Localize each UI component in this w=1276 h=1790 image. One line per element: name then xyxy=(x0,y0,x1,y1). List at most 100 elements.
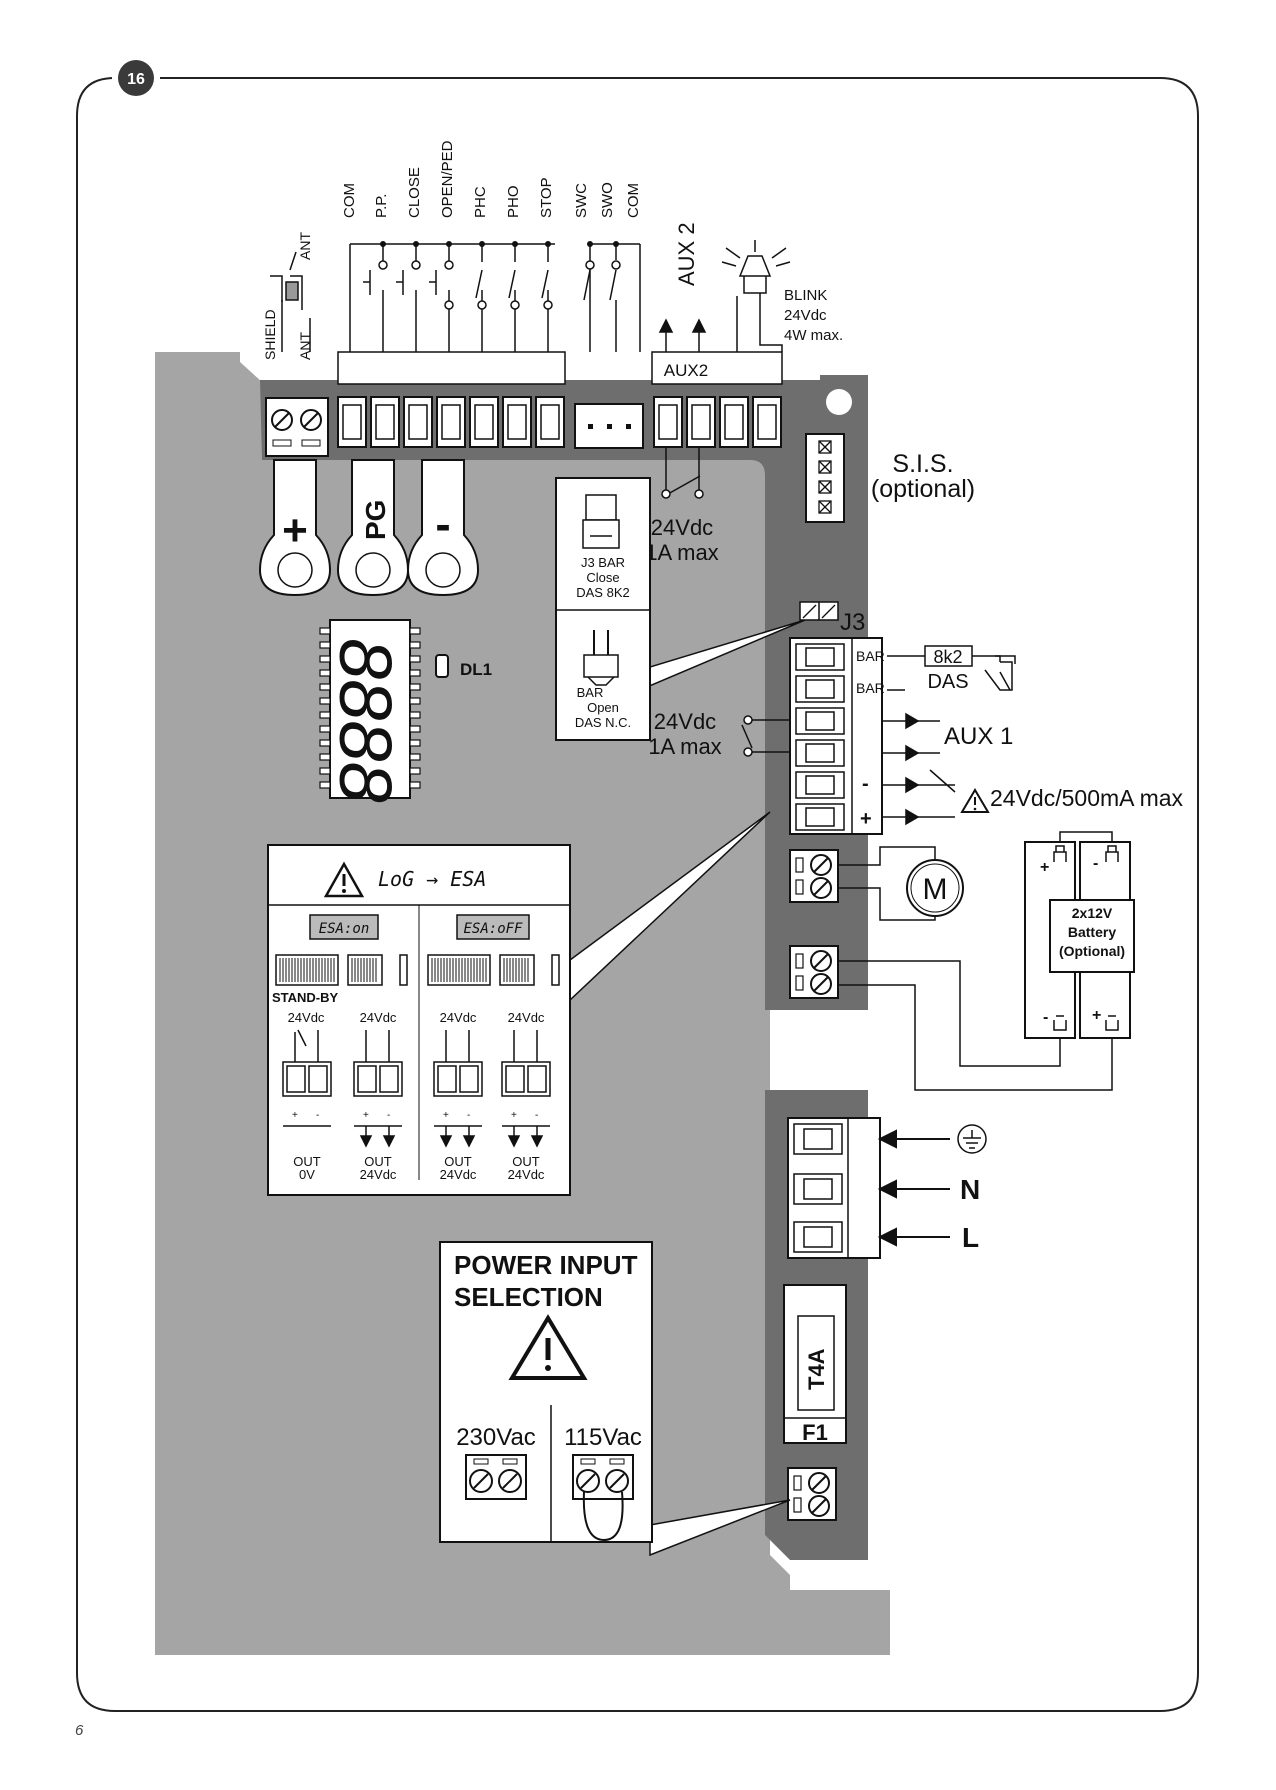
mounting-hole xyxy=(826,389,852,415)
svg-text:+: + xyxy=(1092,1007,1101,1024)
svg-text:24Vdc: 24Vdc xyxy=(288,1010,325,1025)
aux1-rating-2: 1A max xyxy=(648,734,721,759)
terminal-open-ped: OPEN/PED xyxy=(439,140,456,218)
svg-text:24Vdc: 24Vdc xyxy=(440,1010,477,1025)
svg-text:24Vdc: 24Vdc xyxy=(508,1010,545,1025)
option-115vac: 115Vac xyxy=(564,1424,642,1451)
button-minus-shape xyxy=(406,459,480,597)
j3-jumper-callout xyxy=(555,477,651,741)
led-label: DL1 xyxy=(460,660,492,679)
button-plus-shape xyxy=(258,459,332,597)
esa-off-badge: ESA:oFF xyxy=(463,921,523,937)
battery-pack xyxy=(1024,831,1135,1039)
display-digits: 8888 xyxy=(324,638,407,803)
terminal-swc: SWC xyxy=(573,183,590,218)
svg-text:24Vdc: 24Vdc xyxy=(440,1167,477,1182)
top-terminal-labels: COM P.P. CLOSE OPEN/PED PHC PHO STOP SWC… xyxy=(341,140,642,218)
j3-label: J3 xyxy=(840,609,865,636)
bar-label-1: BAR xyxy=(856,648,885,664)
svg-text:-: - xyxy=(1093,855,1098,872)
neutral-label: N xyxy=(960,1174,980,1205)
battery-line2: Battery xyxy=(1068,924,1116,940)
esa-on-badge: ESA:on xyxy=(319,921,370,937)
sis-label: S.I.S. xyxy=(892,450,953,478)
svg-text:OUT: OUT xyxy=(444,1154,472,1169)
blink-power: 4W max. xyxy=(784,327,843,344)
button-plus[interactable]: + xyxy=(282,506,308,555)
aux2-terminal-label: AUX2 xyxy=(664,361,708,380)
svg-text:Close: Close xyxy=(586,570,619,585)
fuse-name: F1 xyxy=(802,1420,828,1445)
warning-icon xyxy=(960,788,990,813)
blink-voltage: 24Vdc xyxy=(784,307,827,324)
input-contacts xyxy=(349,243,641,352)
svg-text:-: - xyxy=(467,1110,470,1121)
svg-text:+: + xyxy=(363,1110,369,1121)
aux2-label: AUX 2 xyxy=(674,222,699,286)
svg-text:OUT: OUT xyxy=(364,1154,392,1169)
motor-icon xyxy=(906,859,964,917)
top-terminal-blocks xyxy=(337,396,782,449)
svg-text:-: - xyxy=(535,1110,538,1121)
terminal-close: CLOSE xyxy=(406,167,423,218)
button-pg[interactable]: PG xyxy=(360,500,391,540)
figure-number: 16 xyxy=(127,71,145,88)
led-dl1 xyxy=(435,654,449,678)
svg-text:OUT: OUT xyxy=(293,1154,321,1169)
right-minus-label: - xyxy=(862,773,869,795)
figure-number-badge xyxy=(118,60,154,96)
power-input-title-1: POWER INPUT xyxy=(454,1250,638,1280)
aux1-rating-1: 24Vdc xyxy=(654,709,716,734)
antenna-terminal xyxy=(265,397,329,457)
power-input-panel xyxy=(439,1241,653,1543)
motor-symbol: M xyxy=(923,873,948,906)
svg-text:J3 BAR: J3 BAR xyxy=(581,555,625,570)
page-number: 6 xyxy=(75,1722,84,1739)
svg-text:24Vdc: 24Vdc xyxy=(360,1167,397,1182)
terminal-stop: STOP xyxy=(538,177,555,218)
svg-text:DAS N.C.: DAS N.C. xyxy=(575,715,631,730)
mains-terminal-block xyxy=(787,1117,881,1259)
svg-text:24Vdc: 24Vdc xyxy=(360,1010,397,1025)
ant-top-label: ANT xyxy=(297,232,313,260)
svg-text:-: - xyxy=(1043,1009,1048,1026)
esa-panel xyxy=(267,844,571,1196)
sis-connector xyxy=(805,433,845,523)
svg-text:Open: Open xyxy=(587,700,619,715)
blink-label: BLINK xyxy=(784,287,827,304)
sis-optional: (optional) xyxy=(871,475,975,503)
ground-icon xyxy=(957,1124,987,1154)
terminal-com: COM xyxy=(341,183,358,218)
svg-text:+: + xyxy=(511,1110,517,1121)
svg-text:+: + xyxy=(292,1110,298,1121)
terminal-phc: PHC xyxy=(472,186,489,218)
bar-label-2: BAR xyxy=(856,680,885,696)
button-pg-shape xyxy=(336,459,410,597)
terminal-com-2: COM xyxy=(625,183,642,218)
antenna-symbol xyxy=(270,251,311,352)
das-label: DAS xyxy=(927,671,968,693)
button-minus[interactable]: - xyxy=(435,498,450,550)
right-plus-label: + xyxy=(860,808,872,830)
power-input-title-2: SELECTION xyxy=(454,1282,603,1312)
svg-text:-: - xyxy=(316,1110,319,1121)
fuse-rating: T4A xyxy=(804,1348,829,1390)
terminal-swo: SWO xyxy=(599,182,616,218)
figure-frame xyxy=(76,77,1199,1712)
right-terminal-block xyxy=(789,637,883,835)
fuse-f1 xyxy=(783,1284,847,1444)
battery-line3: (Optional) xyxy=(1059,943,1125,959)
esa-title: LoG → ESA xyxy=(378,867,486,891)
svg-text:0V: 0V xyxy=(299,1167,315,1182)
ant-bottom-label: ANT xyxy=(297,332,313,360)
svg-text:+: + xyxy=(1040,859,1049,876)
battery-line1: 2x12V xyxy=(1072,905,1113,921)
line-label: L xyxy=(962,1222,979,1253)
svg-text:DAS 8K2: DAS 8K2 xyxy=(576,585,629,600)
terminal-pp: P.P. xyxy=(373,194,390,218)
aux1-label: AUX 1 xyxy=(944,723,1013,750)
svg-text:24Vdc: 24Vdc xyxy=(508,1167,545,1182)
svg-text:+: + xyxy=(443,1110,449,1121)
resistor-8k2: 8k2 xyxy=(933,647,962,667)
